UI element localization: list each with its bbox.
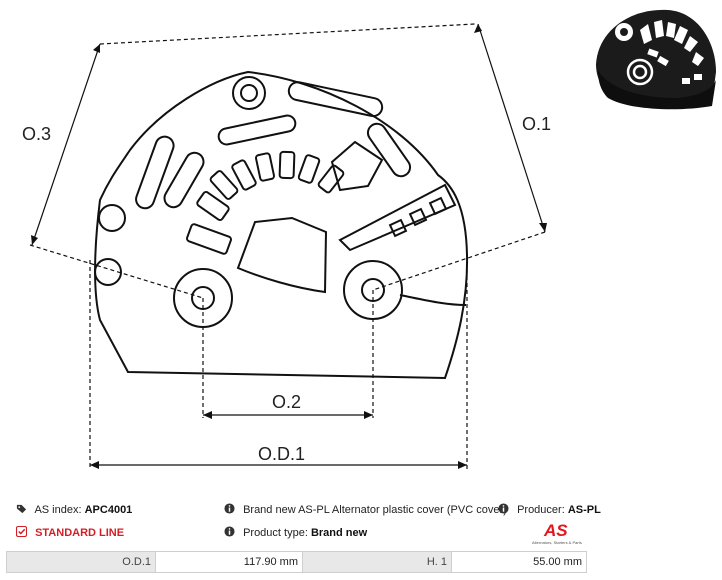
spec-value-od1: 117.90 mm <box>155 551 303 573</box>
as-index: AS index: APC4001 <box>16 503 132 517</box>
dimension-o3-label: O.3 <box>22 124 51 144</box>
spec-table: O.D.1 117.90 mm H. 1 55.00 mm <box>6 551 587 573</box>
cover-slots <box>94 76 467 328</box>
technical-drawing: O.3 O.1 O.2 O.D.1 <box>22 23 551 470</box>
description-text: Brand new AS-PL Alternator plastic cover… <box>243 504 507 516</box>
logo-mark: AS <box>543 521 568 540</box>
spec-label-h1: H. 1 <box>302 551 452 573</box>
dimension-o2-label: O.2 <box>272 392 301 412</box>
producer-label: Producer: <box>517 504 565 516</box>
standard-line-label: STANDARD LINE <box>35 527 125 539</box>
as-index-label: AS index: <box>34 504 82 516</box>
product-type: Product type: Brand new <box>224 526 367 540</box>
tag-icon <box>16 504 27 514</box>
producer: Producer: AS-PL <box>498 503 601 517</box>
product-description: Brand new AS-PL Alternator plastic cover… <box>224 503 507 517</box>
product-photo <box>596 9 716 110</box>
dimension-od1-label: O.D.1 <box>258 444 305 464</box>
as-pl-logo: AS Alternators, Starters & Parts <box>532 521 582 545</box>
producer-value: AS-PL <box>567 504 601 516</box>
info-icon <box>224 526 235 537</box>
dimension-o1-label: O.1 <box>522 114 551 134</box>
table-row: O.D.1 117.90 mm H. 1 55.00 mm <box>6 551 587 573</box>
info-icon <box>498 503 509 514</box>
dimension-lines <box>29 23 546 470</box>
spec-label-od1: O.D.1 <box>6 551 156 573</box>
info-icon <box>224 503 235 514</box>
cover-outline <box>94 70 469 380</box>
standard-line: STANDARD LINE <box>16 526 124 540</box>
dimension-arrows <box>31 24 547 469</box>
logo-tagline: Alternators, Starters & Parts <box>532 540 582 545</box>
product-type-label: Product type: <box>243 527 308 539</box>
as-index-value: APC4001 <box>84 504 133 516</box>
checkbox-icon <box>16 526 27 537</box>
product-type-value: Brand new <box>310 527 368 539</box>
spec-value-h1: 55.00 mm <box>451 551 587 573</box>
